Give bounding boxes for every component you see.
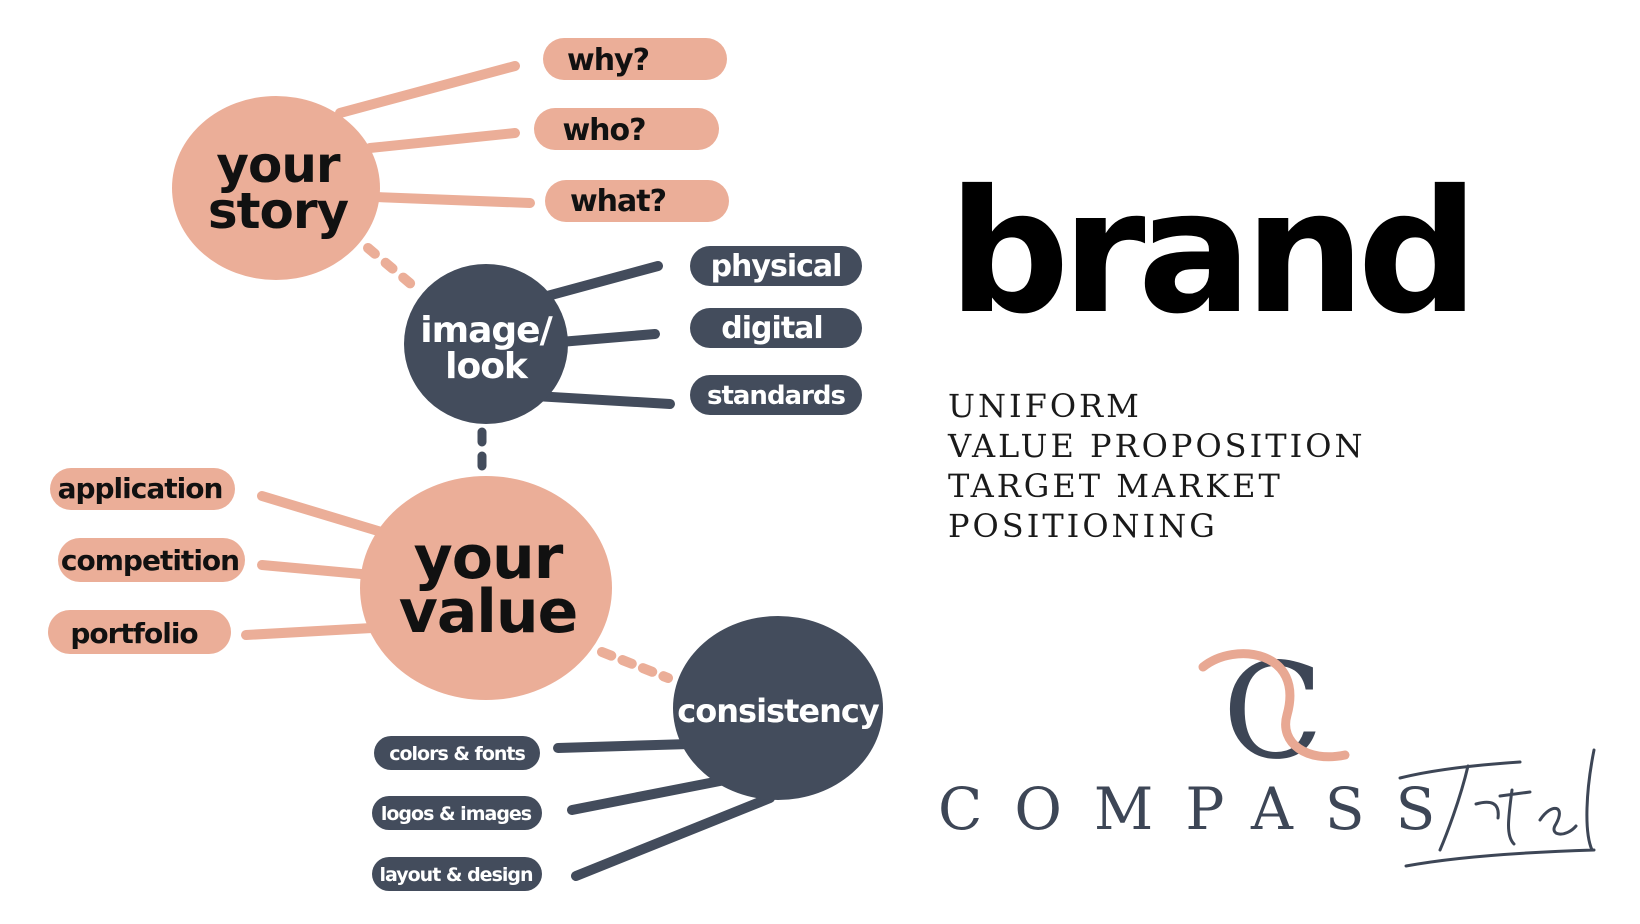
- pill-standards-label: standards: [707, 381, 846, 411]
- connector-image-physical: [535, 261, 663, 303]
- consistency-label: consistency: [677, 692, 880, 730]
- brand-pillars-list: UNIFORM VALUE PROPOSITION TARGET MARKET …: [948, 386, 1365, 546]
- image-look-node: [404, 264, 568, 424]
- pill-why: [543, 38, 727, 80]
- your-story-label-line1: your: [216, 136, 341, 194]
- pill-application: [50, 468, 235, 510]
- pill-physical-label: physical: [711, 249, 842, 284]
- mind-map: your story image/ look your value consis…: [48, 38, 883, 891]
- pill-portfolio: [48, 610, 231, 654]
- connector-image-digital: [555, 329, 660, 347]
- pill-portfolio-label: portfolio: [70, 617, 198, 650]
- connector-value-application: [257, 491, 393, 539]
- logo-wordmark: COMPASS: [938, 775, 1468, 843]
- your-story-node: [172, 96, 380, 280]
- pill-competition: [58, 538, 245, 582]
- connector-consistency-layout: [571, 793, 775, 881]
- pillar-item: UNIFORM: [948, 387, 1142, 425]
- pill-application-label: application: [58, 472, 223, 505]
- pill-who: [534, 108, 719, 150]
- your-story-label-line2: story: [208, 182, 349, 240]
- pillar-item: POSITIONING: [948, 507, 1218, 545]
- pill-why-label: why?: [567, 43, 649, 78]
- value-connectors: [241, 491, 393, 640]
- connector-value-portfolio: [241, 623, 377, 640]
- connector-value-competition: [257, 560, 377, 580]
- story-branches: why? who? what?: [534, 38, 729, 222]
- logo-script-signature: [1398, 748, 1596, 868]
- value-branches: application competition portfolio: [48, 468, 245, 654]
- logo-swash: [1198, 649, 1350, 762]
- connector-consistency-colors: [553, 739, 695, 753]
- pill-colors-fonts: [374, 736, 540, 770]
- dashed-link-story-image: [363, 243, 423, 295]
- image-connectors: [530, 261, 675, 409]
- pillar-item: VALUE PROPOSITION: [948, 427, 1366, 465]
- story-connectors: [335, 61, 535, 208]
- pill-what-label: what?: [570, 184, 666, 219]
- consistency-connectors: [553, 739, 775, 881]
- connector-story-what: [370, 192, 535, 208]
- image-look-label-line2: look: [445, 346, 529, 387]
- brand-title: brand: [948, 154, 1479, 352]
- pill-colors-fonts-label: colors & fonts: [389, 743, 525, 765]
- consistency-node: [673, 616, 883, 800]
- connector-story-why: [335, 61, 520, 118]
- pill-competition-label: competition: [61, 544, 239, 577]
- pill-logos-images-label: logos & images: [381, 803, 532, 825]
- dashed-link-value-consistency: [597, 647, 673, 683]
- pill-logos-images: [372, 796, 542, 830]
- your-value-node: [360, 476, 612, 700]
- your-value-label-line2: value: [399, 577, 578, 647]
- connector-story-who: [365, 128, 520, 153]
- pill-physical: [690, 246, 862, 286]
- pill-layout-design-label: layout & design: [379, 864, 533, 886]
- image-branches: physical digital standards: [690, 246, 862, 415]
- image-look-label-line1: image/: [420, 310, 553, 351]
- pill-what: [545, 180, 729, 222]
- connector-image-standards: [530, 391, 675, 409]
- connector-consistency-logos: [567, 775, 730, 815]
- pill-digital: [690, 308, 862, 348]
- pill-who-label: who?: [562, 113, 645, 148]
- pill-standards: [690, 375, 862, 415]
- your-value-label-line1: your: [414, 523, 564, 593]
- pillar-item: TARGET MARKET: [948, 467, 1283, 505]
- pill-layout-design: [372, 857, 542, 891]
- pill-digital-label: digital: [721, 311, 822, 346]
- consistency-branches: colors & fonts logos & images layout & d…: [372, 736, 542, 891]
- compass-intel-monogram-logo: C: [1198, 645, 1350, 775]
